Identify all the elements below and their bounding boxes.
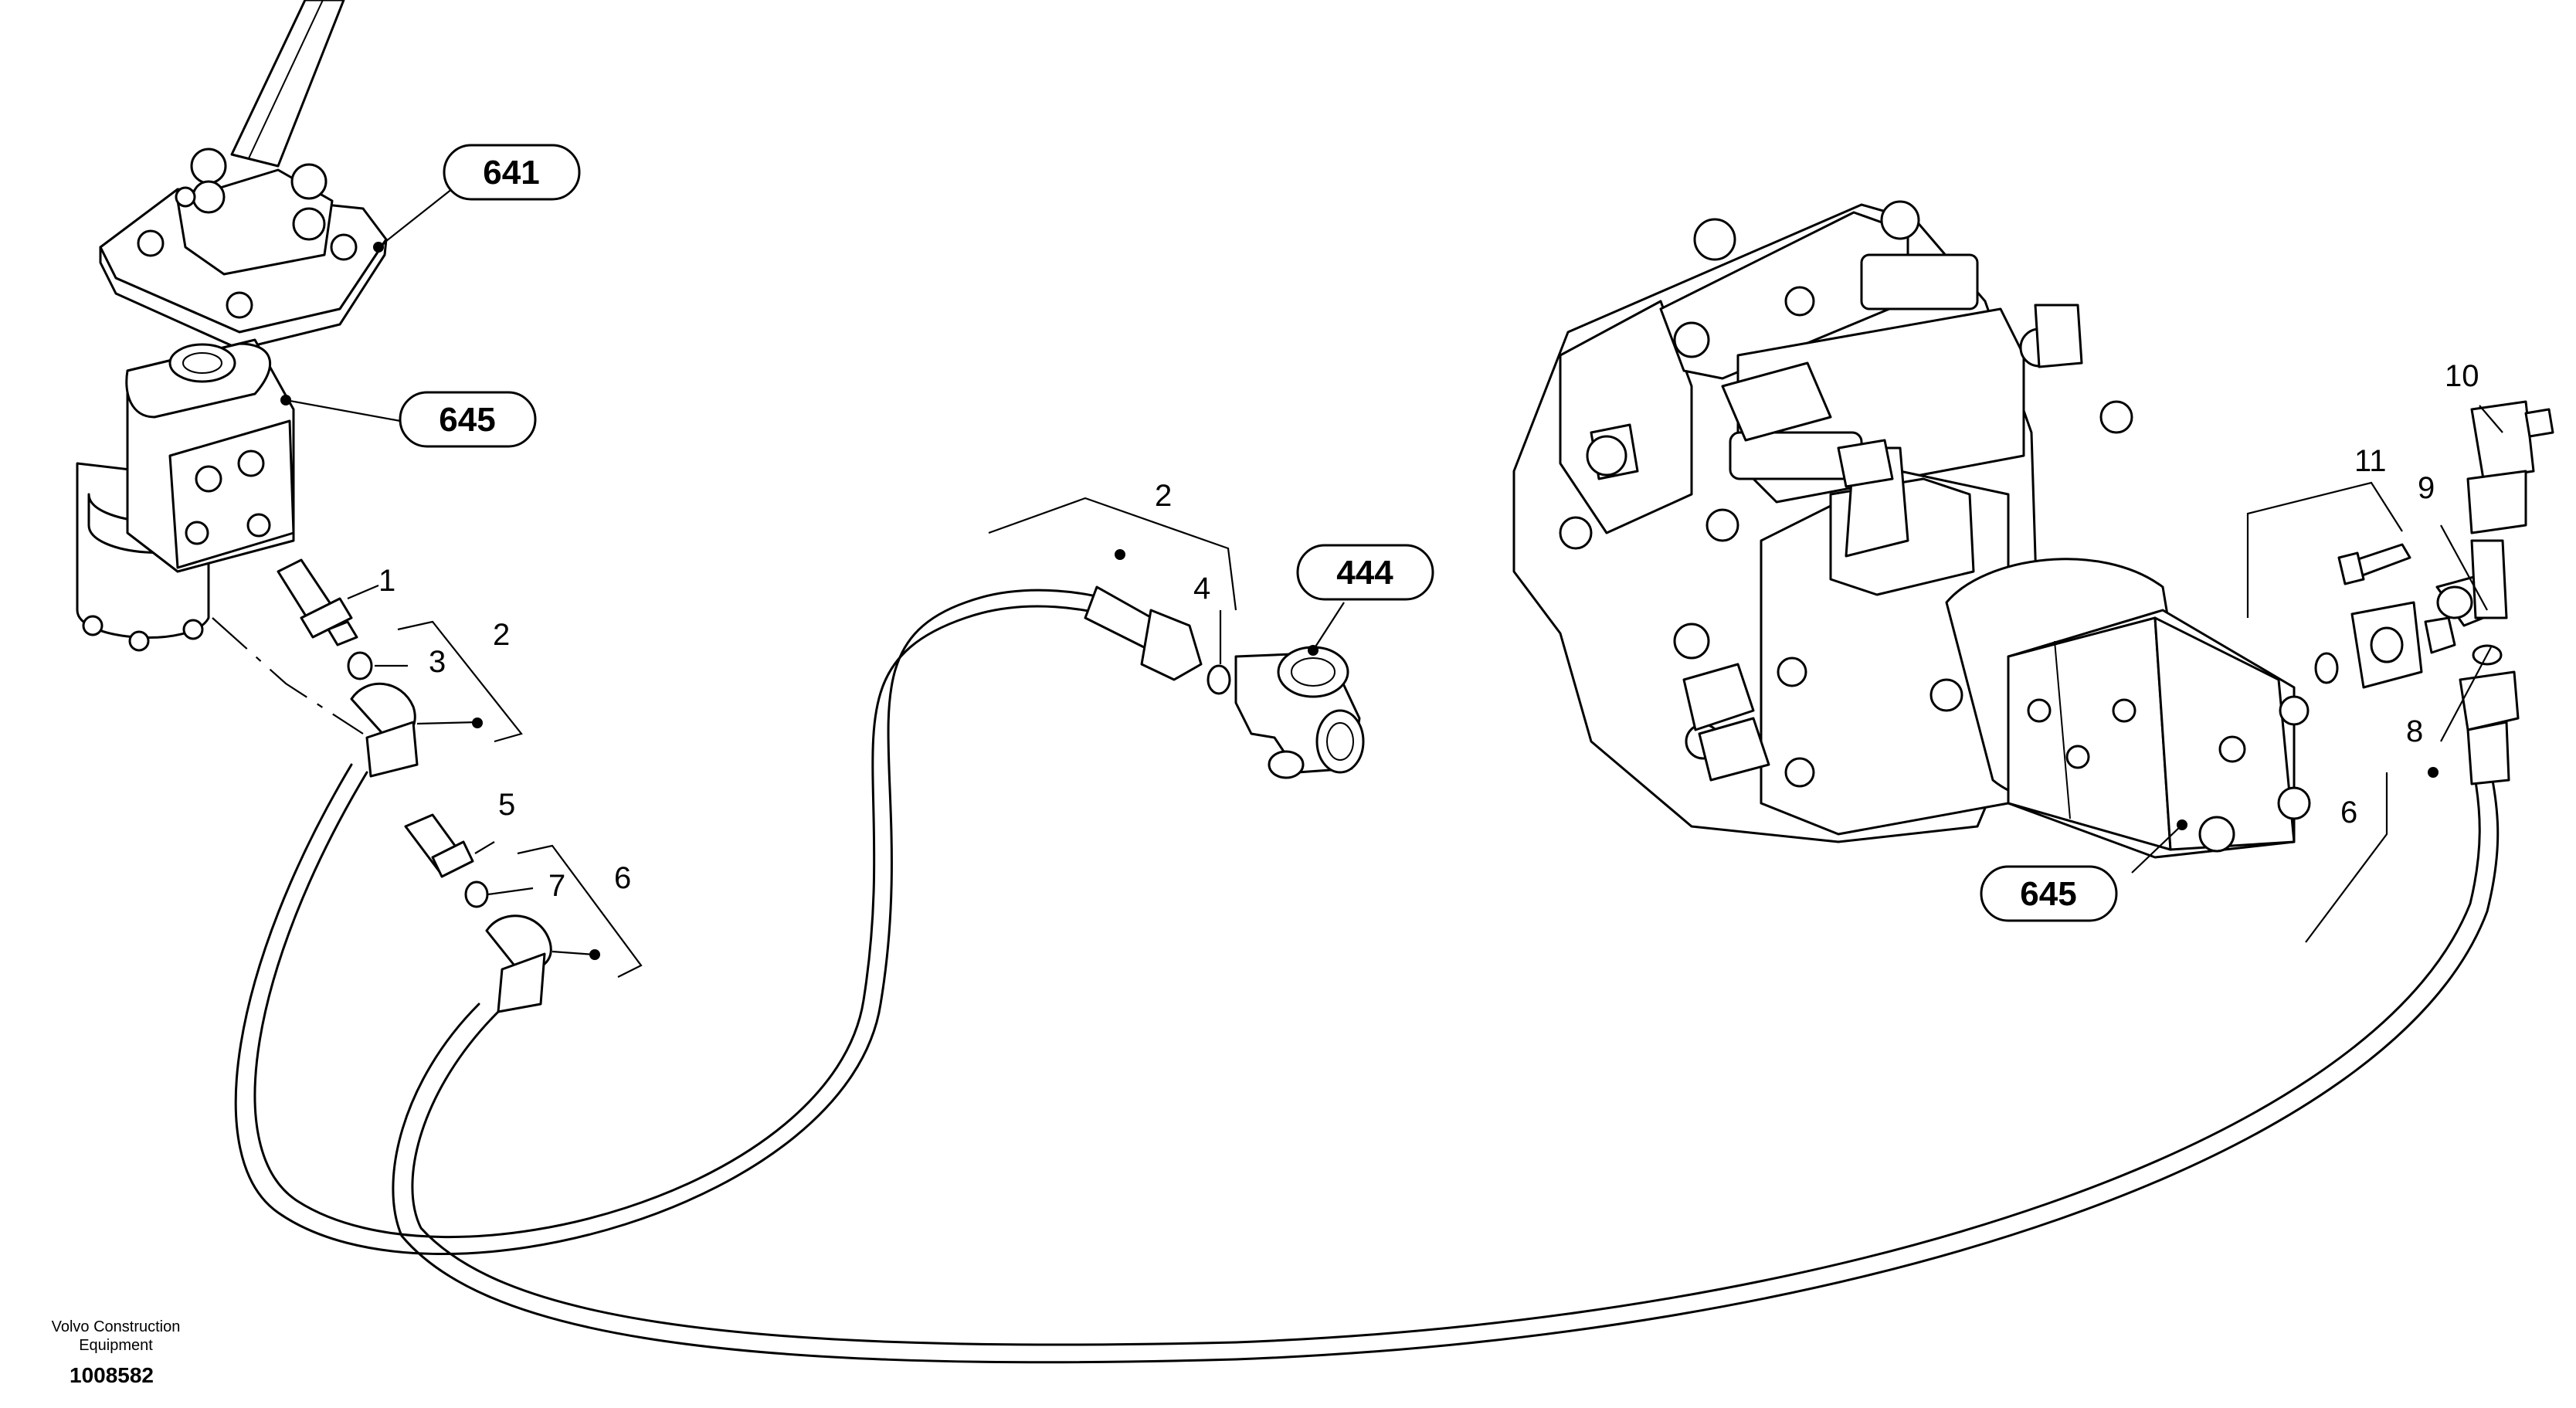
brand-line-1: Volvo Construction bbox=[52, 1318, 181, 1335]
callout-5: 5 bbox=[498, 788, 515, 822]
adapter-part-5 bbox=[404, 813, 474, 878]
ref-box-645-pump-label: 645 bbox=[2020, 875, 2076, 913]
ref-box-645-pump[interactable]: 645 bbox=[1980, 865, 2118, 922]
steering-unit bbox=[76, 338, 295, 652]
ref-box-444-label: 444 bbox=[1336, 554, 1393, 592]
hose-end-fitting-part-2 bbox=[350, 682, 419, 778]
footer: Volvo Construction Equipment 1008582 bbox=[52, 1318, 181, 1387]
callout-3: 3 bbox=[429, 645, 446, 679]
adapter-part-1 bbox=[277, 558, 358, 646]
leader-dots bbox=[280, 242, 2439, 960]
hose-end-fitting-part-6 bbox=[485, 914, 552, 1013]
steering-mount-plate bbox=[99, 148, 388, 351]
o-ring-pump-port bbox=[2314, 652, 2339, 684]
o-ring-part-3 bbox=[347, 651, 373, 680]
ref-box-645-steering-label: 645 bbox=[439, 401, 495, 439]
o-ring-part-8 bbox=[2472, 644, 2503, 666]
hose-part-6 bbox=[392, 771, 2500, 1364]
callout-4: 4 bbox=[1193, 572, 1210, 606]
ref-box-645-steering[interactable]: 645 bbox=[399, 391, 537, 448]
callout-1: 1 bbox=[378, 564, 395, 598]
hydraulic-pump-assembly bbox=[1512, 200, 2133, 843]
screw-part-11 bbox=[2337, 543, 2411, 585]
callout-6-right: 6 bbox=[2340, 796, 2357, 830]
adapter-part-10 bbox=[2466, 400, 2554, 534]
callout-8: 8 bbox=[2406, 714, 2423, 748]
hose-end-fitting-center bbox=[1084, 585, 1203, 681]
callout-7: 7 bbox=[548, 869, 565, 903]
center-line-dashdot bbox=[212, 617, 364, 735]
o-ring-part-4 bbox=[1207, 664, 1231, 695]
document-id: 1008582 bbox=[70, 1363, 154, 1387]
ref-box-641[interactable]: 641 bbox=[443, 144, 581, 201]
leader-lines bbox=[285, 179, 2503, 978]
o-ring-part-7 bbox=[464, 880, 489, 908]
brand-line-2: Equipment bbox=[79, 1337, 153, 1354]
callout-6-left: 6 bbox=[614, 861, 631, 895]
ref-box-444[interactable]: 444 bbox=[1296, 544, 1434, 601]
callout-numbers: 1 2 3 5 6 7 2 4 11 10 9 8 6 bbox=[378, 359, 2479, 903]
steering-column bbox=[230, 0, 345, 168]
callout-9: 9 bbox=[2418, 471, 2435, 505]
hose-part-2 bbox=[234, 589, 1122, 1255]
callout-2-center: 2 bbox=[1155, 479, 1172, 513]
callout-11: 11 bbox=[2354, 444, 2387, 478]
tee-fitting bbox=[1234, 646, 1365, 779]
pump-valve-fittings bbox=[1682, 304, 2083, 782]
hose-end-fitting-part-6-right bbox=[2459, 670, 2520, 785]
gear-pump-section bbox=[1945, 558, 2311, 859]
ref-box-641-label: 641 bbox=[483, 154, 539, 192]
callout-2-left: 2 bbox=[493, 618, 510, 652]
callout-10: 10 bbox=[2445, 359, 2479, 393]
flange-adapter-part-11 bbox=[2350, 601, 2456, 689]
